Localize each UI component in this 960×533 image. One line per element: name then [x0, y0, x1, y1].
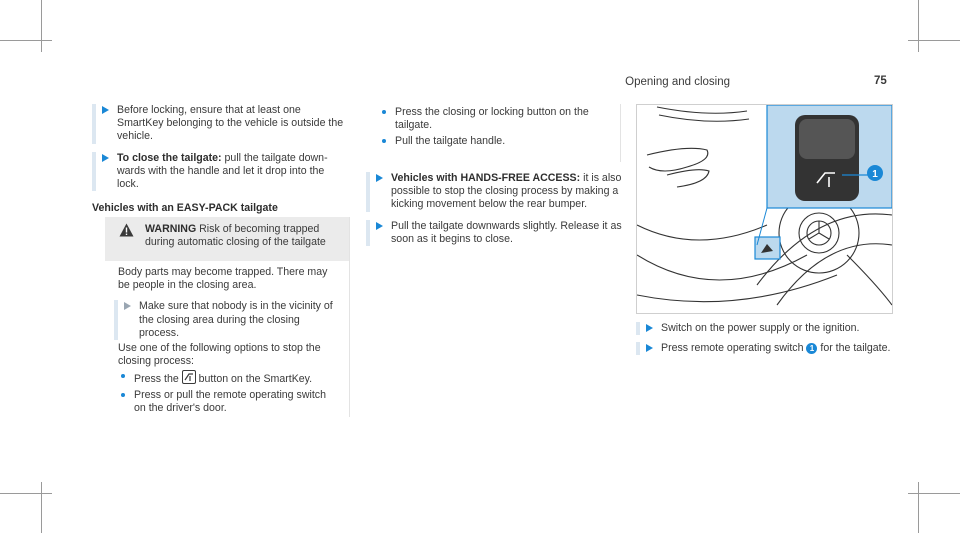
step-arrow-icon — [646, 324, 653, 332]
door-panel-drawing: 1 — [637, 105, 892, 306]
step-text: Switch on the power supply or the igniti… — [661, 322, 860, 334]
list-item: Press the button on the SmartKey. — [118, 370, 349, 386]
step-arrow-icon — [124, 302, 131, 311]
crop-mark — [41, 0, 42, 52]
instruction-step: Make sure that nobody is in the vicinity… — [114, 300, 341, 341]
list-item: Pull the tailgate handle. — [379, 135, 611, 148]
crop-mark — [918, 0, 919, 52]
step-arrow-icon — [102, 153, 109, 162]
info-box: Press the closing or locking button on t… — [366, 104, 621, 162]
middle-list: Press the closing or locking button on t… — [379, 106, 611, 149]
instruction-step: Pull the tailgate downwards slightly. Re… — [366, 219, 622, 247]
middle-column: Vehicles with HANDS-FREE ACCESS: it is a… — [366, 172, 622, 247]
warning-paragraph: Body parts may become trapped. There may… — [118, 266, 328, 292]
warning-text: WARNING Risk of becoming trapped during … — [145, 223, 326, 249]
crop-mark — [41, 482, 42, 533]
step-arrow-icon — [376, 221, 383, 230]
instruction-step: Press remote operating switch 1 for the … — [636, 342, 892, 356]
right-column: Switch on the power supply or the igniti… — [636, 322, 892, 356]
tailgate-button-icon — [181, 370, 196, 385]
crop-mark — [0, 493, 52, 494]
step-text: Press remote operating switch 1 for the … — [661, 342, 891, 355]
crop-mark — [918, 482, 919, 533]
warning-paragraph: Use one of the following options to stop… — [118, 342, 321, 368]
crop-mark — [0, 40, 52, 41]
list-item: Press the closing or locking button on t… — [379, 106, 611, 132]
section-title: Opening and closing — [625, 76, 730, 88]
page-number: 75 — [874, 75, 887, 87]
instruction-step: Vehicles with HANDS-FREE ACCESS: it is a… — [366, 172, 622, 212]
left-column: Before locking, ensure that at least one… — [92, 104, 352, 215]
subheading: Vehicles with an EASY-PACK tailgate — [92, 202, 278, 215]
door-switch-illustration: 1 — [636, 104, 893, 314]
instruction-step: Before locking, ensure that at least one… — [92, 104, 347, 144]
warning-body: Body parts may become trapped. There may… — [105, 261, 349, 415]
step-text: Pull the tailgate downwards slightly. Re… — [391, 219, 622, 245]
callout-number: 1 — [872, 169, 878, 180]
step-arrow-icon — [376, 174, 383, 182]
warning-header: WARNING Risk of becoming trapped during … — [105, 217, 349, 261]
step-text: Before locking, ensure that at least one… — [117, 104, 344, 143]
list-item: Press or pull the remote operating switc… — [118, 389, 336, 415]
step-text: To close the tailgate: pull the tailgate… — [117, 151, 328, 191]
step-text: Make sure that nobody is in the vicinity… — [139, 300, 333, 339]
step-arrow-icon — [102, 106, 109, 114]
warning-box: WARNING Risk of becoming trapped during … — [105, 217, 350, 417]
warning-triangle-icon — [119, 223, 134, 237]
crop-mark — [908, 40, 960, 41]
instruction-step: To close the tailgate: pull the tailgate… — [92, 151, 347, 192]
step-text: Vehicles with HANDS-FREE ACCESS: it is a… — [391, 172, 622, 211]
instruction-step: Switch on the power supply or the igniti… — [636, 322, 892, 336]
step-arrow-icon — [646, 344, 653, 353]
crop-mark — [908, 493, 960, 494]
callout-badge: 1 — [806, 342, 818, 354]
